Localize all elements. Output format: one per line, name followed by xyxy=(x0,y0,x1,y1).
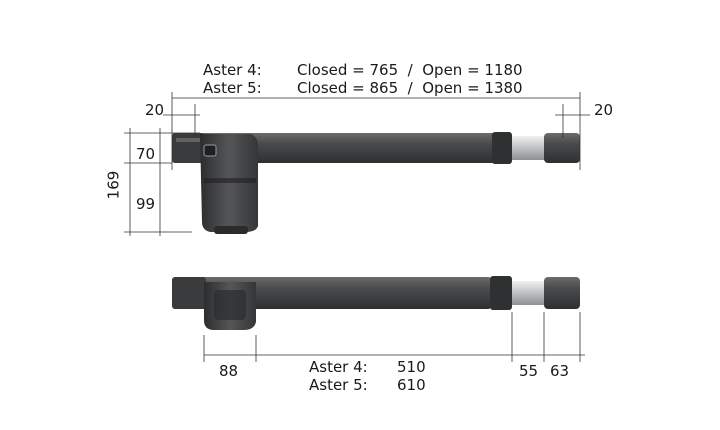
bottom-model-2: Aster 5: xyxy=(309,376,368,394)
release-key-icon xyxy=(203,144,217,157)
bottom-model-1: Aster 4: xyxy=(309,358,368,376)
front-bracket-bottom xyxy=(544,277,580,309)
dim-lower-height: 99 xyxy=(136,195,156,213)
bottom-value-2: 610 xyxy=(397,376,426,394)
dimension-lines xyxy=(124,92,590,362)
dim-total-height: 169 xyxy=(104,170,123,200)
bottom-value-1: 510 xyxy=(397,358,426,376)
actuator-bottom-view xyxy=(172,276,580,330)
piston-collar-bottom xyxy=(490,276,512,310)
piston-collar xyxy=(492,132,512,164)
dim-motor-width: 88 xyxy=(219,362,239,380)
header-model-1: Aster 4: xyxy=(203,61,262,79)
header-values-2: Closed = 865 / Open = 1380 xyxy=(297,79,523,97)
dim-right-offset: 20 xyxy=(594,101,614,119)
dim-upper-height: 70 xyxy=(136,145,156,163)
actuator-top-view xyxy=(172,132,580,234)
dim-piston-width: 55 xyxy=(519,362,539,380)
dim-left-offset: 20 xyxy=(145,101,165,119)
header-values-1: Closed = 765 / Open = 1180 xyxy=(297,61,523,79)
header-model-2: Aster 5: xyxy=(203,79,262,97)
chrome-rod-bottom xyxy=(512,281,544,305)
dim-end-width: 63 xyxy=(550,362,570,380)
front-bracket xyxy=(544,133,580,163)
rear-bracket xyxy=(172,133,204,163)
chrome-rod xyxy=(512,136,544,160)
